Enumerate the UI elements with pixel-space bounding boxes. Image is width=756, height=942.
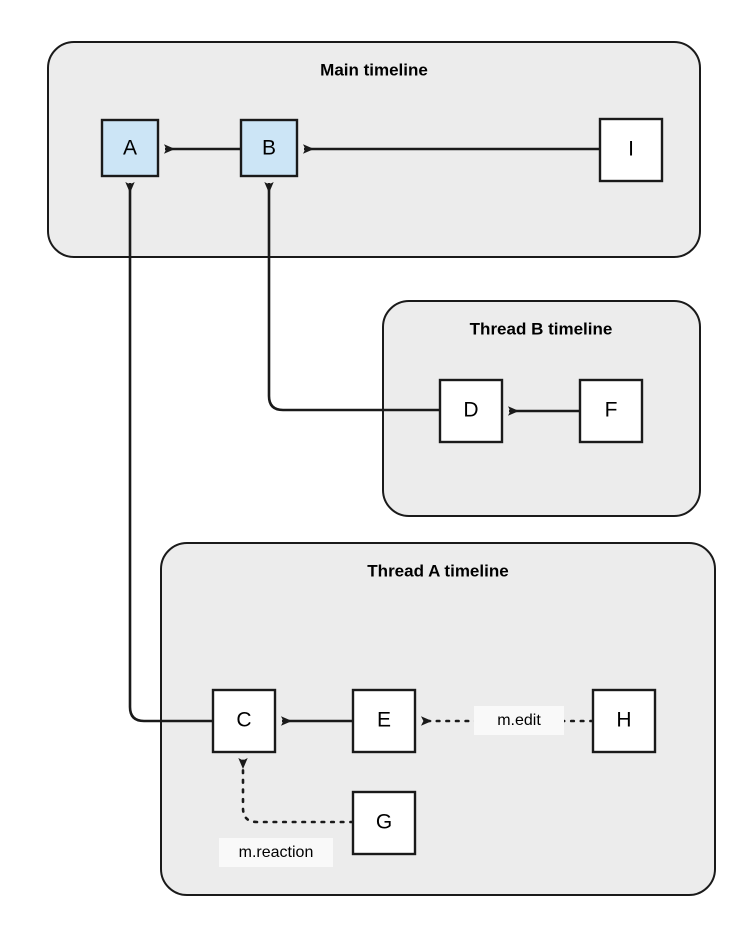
node-h[interactable]: H: [591, 688, 657, 754]
node-h-label: H: [616, 709, 631, 732]
node-e-label: E: [377, 709, 391, 732]
node-b-box[interactable]: [239, 118, 299, 178]
edge-label-m-reaction-text: m.reaction: [239, 844, 314, 861]
node-f[interactable]: F: [578, 378, 644, 444]
node-d[interactable]: D: [438, 378, 504, 444]
edge-g-to-c: [238, 757, 355, 824]
node-f-label: F: [605, 399, 618, 422]
node-g[interactable]: G: [351, 790, 417, 856]
group-thread-a-timeline-box: [160, 542, 716, 896]
group-main-timeline-title: Main timeline: [320, 60, 428, 79]
node-a-box[interactable]: [100, 118, 160, 178]
group-thread-a-timeline: Thread A timeline: [160, 542, 716, 896]
node-i-box[interactable]: [598, 117, 664, 183]
group-thread-b-timeline-box: [382, 300, 701, 517]
group-thread-b-timeline-title: Thread B timeline: [470, 319, 613, 338]
edge-label-m-edit-text: m.edit: [497, 712, 541, 729]
node-i[interactable]: I: [598, 117, 664, 183]
node-h-box[interactable]: [591, 688, 657, 754]
node-i-label: I: [628, 138, 634, 161]
node-f-box[interactable]: [578, 378, 644, 444]
node-e[interactable]: E: [351, 688, 417, 754]
edge-d-to-b: [264, 182, 440, 412]
node-g-box[interactable]: [351, 790, 417, 856]
group-thread-a-timeline-title: Thread A timeline: [367, 561, 508, 580]
node-g-label: G: [376, 811, 392, 834]
node-b-label: B: [262, 137, 276, 160]
edge-label-m-reaction-background: [219, 838, 333, 867]
node-a-label: A: [123, 137, 137, 160]
edge-c-to-a: [125, 182, 213, 723]
node-c[interactable]: C: [211, 688, 277, 754]
node-e-box[interactable]: [351, 688, 417, 754]
node-d-label: D: [463, 399, 478, 422]
node-d-box[interactable]: [438, 378, 504, 444]
edge-label-m-edit-background: [474, 706, 564, 735]
node-c-label: C: [236, 709, 251, 732]
edge-label-m-reaction: m.reaction: [219, 838, 333, 867]
node-c-box[interactable]: [211, 688, 277, 754]
edge-label-m-edit: m.edit: [474, 706, 564, 735]
node-b[interactable]: B: [239, 118, 299, 178]
group-thread-b-timeline: Thread B timeline: [382, 300, 701, 517]
node-a[interactable]: A: [100, 118, 160, 178]
